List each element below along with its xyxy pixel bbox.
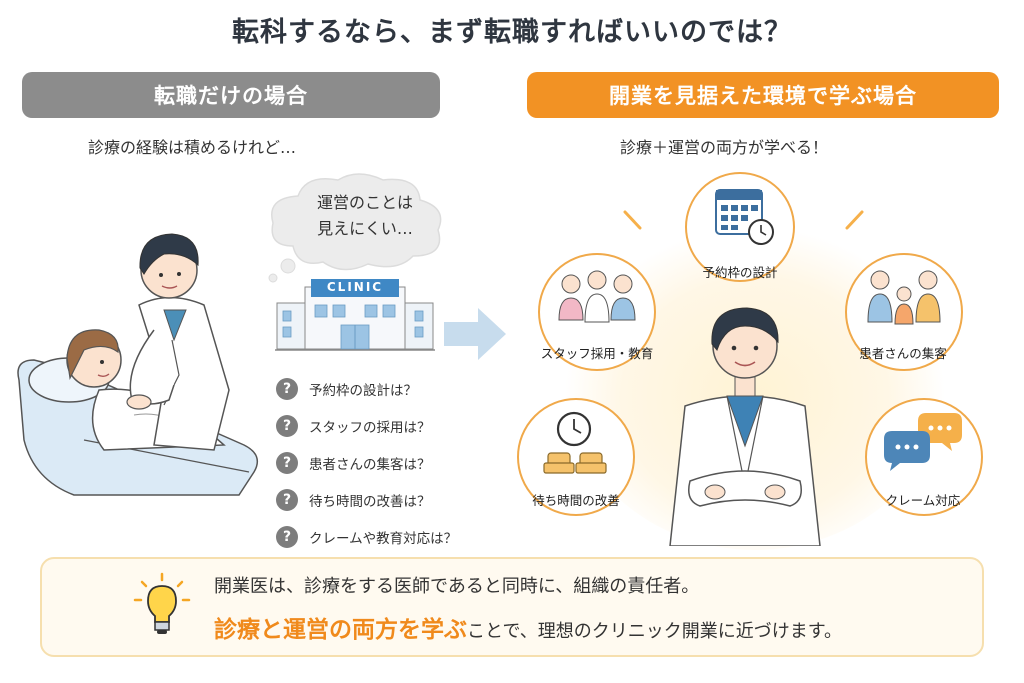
lightbulb-icon [133,572,191,634]
question-mark-icon: ? [276,377,298,400]
question-text: 予約枠の設計は？ [309,382,417,399]
waiting-chairs-icon [543,452,607,474]
calendar-icon [715,189,763,235]
banner-learning-environment: 開業を見据えた環境で学ぶ場合 [527,72,999,118]
question-item: ? 患者さんの集客は？ [276,444,457,481]
label-staff: スタッフ採用・教育 [540,346,654,361]
label-waiting: 待ち時間の改善 [532,493,620,508]
circle-waiting [517,398,635,516]
circle-complaints [865,398,983,516]
circle-staff [538,253,656,371]
right-subhead: 診療＋運営の両方が学べる！ [620,138,829,157]
arrow-right-icon [444,308,506,360]
question-mark-icon: ? [276,488,298,511]
question-item: ? 待ち時間の改善は？ [276,481,457,518]
doctor-arms-crossed-illustration [669,307,821,546]
thought-line-2: 見えにくい… [317,219,413,238]
question-mark-icon: ? [276,414,298,437]
summary-highlight: 診療と運営の両方を学ぶ [214,617,467,643]
summary-line-2-rest: ことで、理想のクリニック開業に近づけます。 [467,621,842,642]
summary-box [40,557,984,657]
question-item: ? 予約枠の設計は？ [276,370,457,407]
circle-reservation [685,172,795,282]
question-text: スタッフの採用は？ [309,419,431,436]
question-text: 待ち時間の改善は？ [309,493,431,510]
question-list: ? 予約枠の設計は？ ? スタッフの採用は？ ? 患者さんの集客は？ ? 待ち時間の改善… [276,370,457,555]
clinic-building-icon [275,279,435,351]
thought-cloud-text: 運営のことは 見えにくい… [290,190,440,242]
circle-patients [845,253,963,371]
question-item: ? スタッフの採用は？ [276,407,457,444]
thought-cloud [268,173,442,283]
staff-group-icon [558,270,636,323]
label-complaints: クレーム対応 [885,493,961,508]
speech-bubbles-icon [884,413,962,471]
doctor-patient-illustration [17,233,259,496]
question-mark-icon: ? [276,451,298,474]
question-text: クレームや教育対応は？ [309,530,458,547]
left-subhead: 診療の経験は積めるけれど… [88,138,297,157]
question-item: ? クレームや教育対応は？ [276,518,457,555]
banner-job-change-only: 転職だけの場合 [22,72,440,118]
summary-line-2: 診療と運営の両方を学ぶことで、理想のクリニック開業に近づけます。 [214,610,842,644]
label-reservation: 予約枠の設計 [702,265,778,280]
summary-line-1: 開業医は、診療をする医師であると同時に、組織の責任者。 [214,576,700,597]
label-patients: 患者さんの集客 [859,346,947,361]
question-text: 患者さんの集客は？ [309,456,431,473]
clock-icon [556,411,592,447]
family-icon [867,270,941,325]
thought-line-1: 運営のことは [316,193,413,212]
page-title: 転科するなら、まず転職すればいいのでは？ [232,17,792,48]
clinic-sign: CLINIC [326,280,384,294]
question-mark-icon: ? [276,525,298,548]
